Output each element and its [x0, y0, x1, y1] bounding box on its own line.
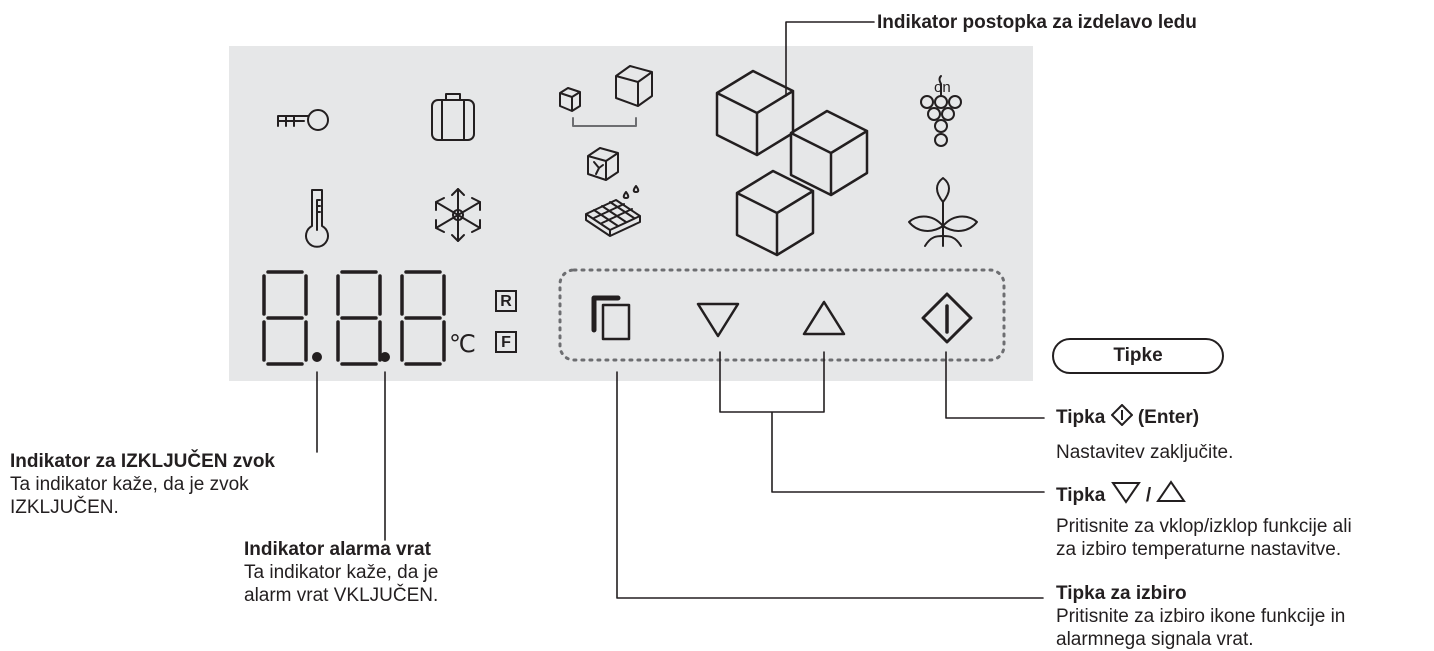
- enter-icon[interactable]: [921, 292, 973, 344]
- unit-label: ℃: [449, 331, 476, 358]
- door-alarm-title: Indikator alarma vrat: [244, 539, 431, 560]
- down-inline-icon: [1110, 482, 1141, 504]
- select-button-icon[interactable]: [591, 295, 631, 341]
- digit-2: [336, 270, 382, 366]
- suitcase-icon: [431, 93, 475, 141]
- up-inline-icon: [1156, 480, 1187, 502]
- thermometer-icon: [305, 189, 329, 248]
- sound-off-title: Indikator za IZKLJUČEN zvok: [10, 451, 275, 472]
- door-alarm-desc-1: Ta indikator kaže, da je: [244, 562, 439, 583]
- arrows-title: Tipka /: [1056, 480, 1187, 507]
- enter-title-a: Tipka: [1056, 407, 1106, 428]
- digit-3: [400, 270, 446, 366]
- select-title: Tipka za izbiro: [1056, 583, 1187, 604]
- arrows-desc-1: Pritisnite za vklop/izklop funkcije ali: [1056, 516, 1352, 537]
- keys-frame: [558, 268, 1006, 362]
- up-triangle-icon[interactable]: [802, 300, 846, 336]
- down-triangle-icon[interactable]: [696, 302, 740, 338]
- leaf-icon: [908, 177, 978, 247]
- select-desc-2: alarmnega signala vrat.: [1056, 629, 1254, 650]
- digit-1: [262, 270, 308, 366]
- ice-tray-icon: [585, 185, 641, 237]
- ice-indicator-label: Indikator postopka za izdelavo ledu: [877, 12, 1197, 33]
- mode-f-box: F: [495, 331, 517, 353]
- seven-segment-display: [262, 270, 446, 366]
- leader-lines: [316, 21, 1045, 599]
- grape-on-text: on: [934, 79, 951, 96]
- select-desc-1: Pritisnite za izbiro ikone funkcije in: [1056, 606, 1346, 627]
- ice-cubes-icon: [715, 69, 869, 257]
- sound-off-desc-1: Ta indikator kaže, da je zvok: [10, 474, 249, 495]
- enter-inline-icon: [1110, 404, 1133, 426]
- arrows-title-a: Tipka: [1056, 485, 1106, 506]
- grape-on-icon: [920, 75, 962, 147]
- ice-cube-size-icon: [559, 65, 653, 127]
- key-icon: [277, 109, 329, 131]
- door-alarm-dot: [380, 352, 390, 362]
- crushed-ice-icon: [587, 147, 619, 181]
- enter-title-b: (Enter): [1137, 407, 1200, 428]
- door-alarm-desc-2: alarm vrat VKLJUČEN.: [244, 585, 439, 606]
- sound-off-desc-2: IZKLJUČEN.: [10, 497, 119, 518]
- arrows-desc-2: za izbiro temperaturne nastavitve.: [1056, 539, 1342, 560]
- control-panel: [229, 46, 1033, 381]
- sound-off-dot: [312, 352, 322, 362]
- enter-title: Tipka (Enter): [1056, 404, 1199, 429]
- arrows-title-sep: /: [1145, 485, 1152, 506]
- snowflake-icon: [435, 188, 481, 242]
- mode-r-box: R: [495, 290, 517, 312]
- enter-desc: Nastavitev zaključite.: [1056, 442, 1234, 463]
- keys-pill: Tipke: [1052, 338, 1224, 374]
